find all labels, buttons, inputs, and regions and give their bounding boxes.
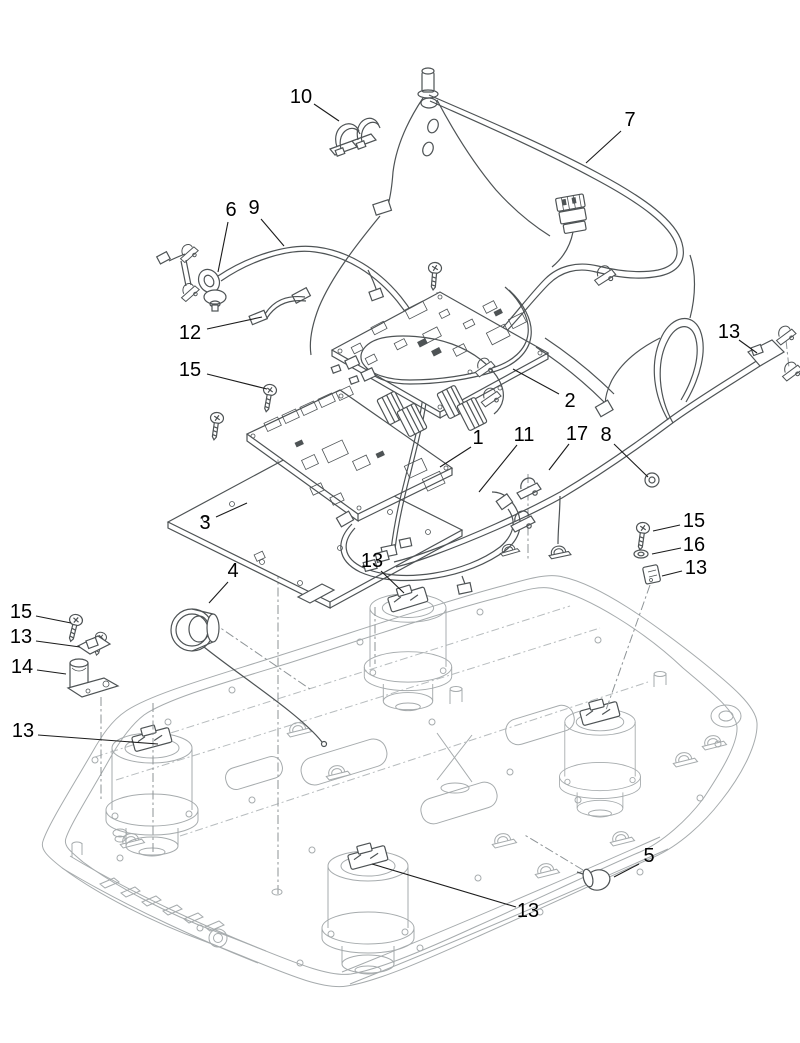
callout-label: 9 — [248, 197, 259, 219]
callout-label: 15 — [683, 510, 705, 532]
grommet-assembly — [155, 241, 227, 312]
callout-label: 4 — [227, 560, 238, 582]
plug — [576, 868, 611, 891]
callout-13: 13 — [371, 863, 539, 922]
callout-15: 15 — [10, 601, 72, 624]
callout-label: 15 — [10, 601, 32, 623]
ribbon-cable — [248, 286, 312, 326]
callout-12: 12 — [179, 316, 263, 344]
sensor-plate-right — [747, 323, 800, 383]
motor-bottom-center — [321, 850, 415, 975]
callout-7: 7 — [585, 109, 636, 164]
callout-13: 13 — [718, 321, 758, 354]
callout-6: 6 — [217, 199, 237, 273]
callout-14: 14 — [11, 656, 67, 678]
circuit-board-upper — [330, 286, 615, 438]
callout-label: 13 — [718, 321, 740, 343]
wheel-sensor-icon — [345, 838, 389, 871]
motor-right — [559, 708, 641, 818]
callout-13: 13 — [10, 626, 81, 648]
callout-9: 9 — [248, 197, 285, 247]
callout-2: 2 — [512, 368, 576, 412]
callout-13: 13 — [12, 720, 159, 745]
callout-10: 10 — [290, 86, 340, 122]
callout-label: 10 — [290, 86, 312, 108]
mounting-plate — [166, 449, 464, 609]
wheel-sensor-icon — [129, 720, 173, 753]
callout-label: 13 — [12, 720, 34, 742]
callout-8: 8 — [600, 424, 649, 478]
fastener-column-right — [632, 521, 661, 585]
bracket-14 — [66, 658, 120, 698]
chassis-baseplate — [41, 575, 758, 988]
callout-3: 3 — [199, 502, 248, 534]
callout-label: 12 — [179, 322, 201, 344]
callout-13: 13 — [661, 557, 707, 579]
fastener-column-left — [63, 612, 120, 698]
wire-loop — [335, 491, 521, 595]
callout-label: 8 — [600, 424, 611, 446]
main-harness — [309, 67, 684, 356]
callout-label: 13 — [685, 557, 707, 579]
callout-label: 15 — [179, 359, 201, 381]
callout-label: 2 — [564, 390, 575, 412]
callout-5: 5 — [613, 845, 655, 878]
screw-15 — [426, 261, 443, 292]
callout-label: 7 — [624, 109, 635, 131]
bumper-drum — [170, 608, 328, 748]
motor-top-middle — [363, 593, 453, 712]
callout-4: 4 — [208, 560, 239, 604]
callout-16: 16 — [651, 534, 705, 556]
parts — [63, 67, 800, 891]
screw-15 — [206, 411, 225, 442]
callout-1: 1 — [439, 427, 484, 468]
callout-label: 13 — [10, 626, 32, 648]
callout-13: 13 — [361, 550, 405, 594]
wheel-sensor-icon — [577, 694, 621, 727]
callout-label: 14 — [11, 656, 33, 678]
callout-label: 5 — [643, 845, 654, 867]
cable-clamps — [328, 117, 381, 157]
callout-11: 11 — [478, 424, 535, 493]
callout-17: 17 — [548, 423, 588, 471]
callout-label: 3 — [199, 512, 210, 534]
callout-15: 15 — [652, 510, 705, 532]
callout-label: 1 — [472, 427, 483, 449]
callout-label: 16 — [683, 534, 705, 556]
motor-front-left — [105, 732, 199, 857]
circuit-board-lower — [245, 385, 454, 523]
callout-label: 13 — [361, 550, 383, 572]
callout-label: 11 — [514, 424, 535, 446]
wheel-sensor-icon — [385, 580, 429, 613]
callout-label: 17 — [566, 423, 588, 445]
callout-label: 6 — [225, 199, 236, 221]
callout-label: 13 — [517, 900, 539, 922]
rear-harness — [362, 254, 761, 573]
callout-15: 15 — [179, 359, 268, 390]
